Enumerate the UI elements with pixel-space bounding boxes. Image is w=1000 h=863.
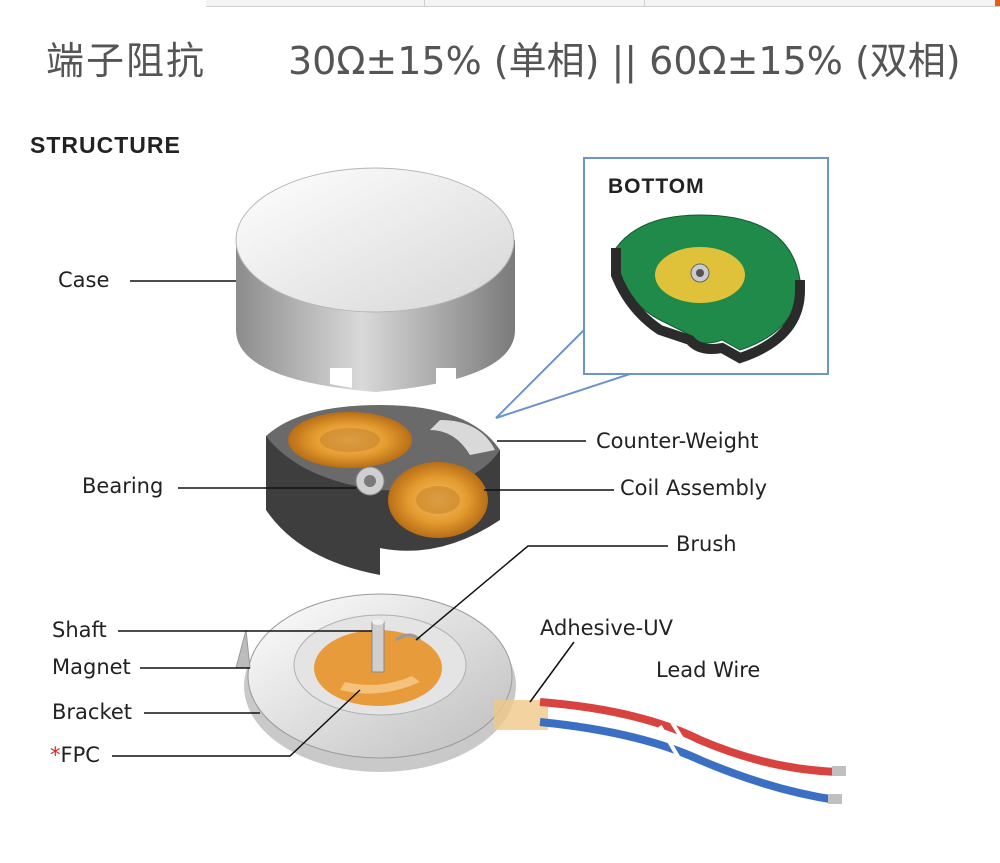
label-adhesive-uv: Adhesive-UV	[540, 616, 673, 640]
toolbar-separator	[424, 0, 425, 6]
label-bearing: Bearing	[82, 474, 164, 498]
rotor-part	[266, 405, 500, 575]
label-case: Case	[58, 268, 110, 292]
leader-brush	[415, 545, 668, 641]
label-coil-assembly: Coil Assembly	[620, 476, 768, 500]
case-part	[235, 167, 515, 392]
lead-wire-part	[494, 698, 846, 804]
bracket-part	[235, 593, 516, 772]
toolbar-separator	[644, 0, 645, 6]
toolbar-accent	[995, 0, 1000, 6]
leader-lines	[112, 280, 668, 757]
terminal-impedance-value: 30Ω±15% (单相) || 60Ω±15% (双相)	[288, 39, 961, 83]
label-magnet: Magnet	[52, 655, 131, 679]
bottom-inset	[495, 157, 829, 419]
fpc-asterisk: *	[50, 743, 61, 767]
label-bracket: Bracket	[52, 700, 133, 724]
leader-adhesive	[529, 641, 575, 703]
inset-title-bottom: BOTTOM	[608, 175, 705, 198]
label-fpc: *FPC	[50, 745, 100, 766]
label-fpc-text: FPC	[60, 743, 100, 767]
leader-fpc	[112, 689, 361, 757]
structure-title: STRUCTURE	[30, 132, 181, 158]
label-counter-weight: Counter-Weight	[596, 429, 759, 453]
browser-toolbar-strip	[206, 0, 1000, 7]
label-brush: Brush	[676, 532, 737, 556]
label-shaft: Shaft	[52, 618, 107, 642]
terminal-impedance-label: 端子阻抗	[46, 39, 207, 83]
label-lead-wire: Lead Wire	[656, 658, 761, 682]
